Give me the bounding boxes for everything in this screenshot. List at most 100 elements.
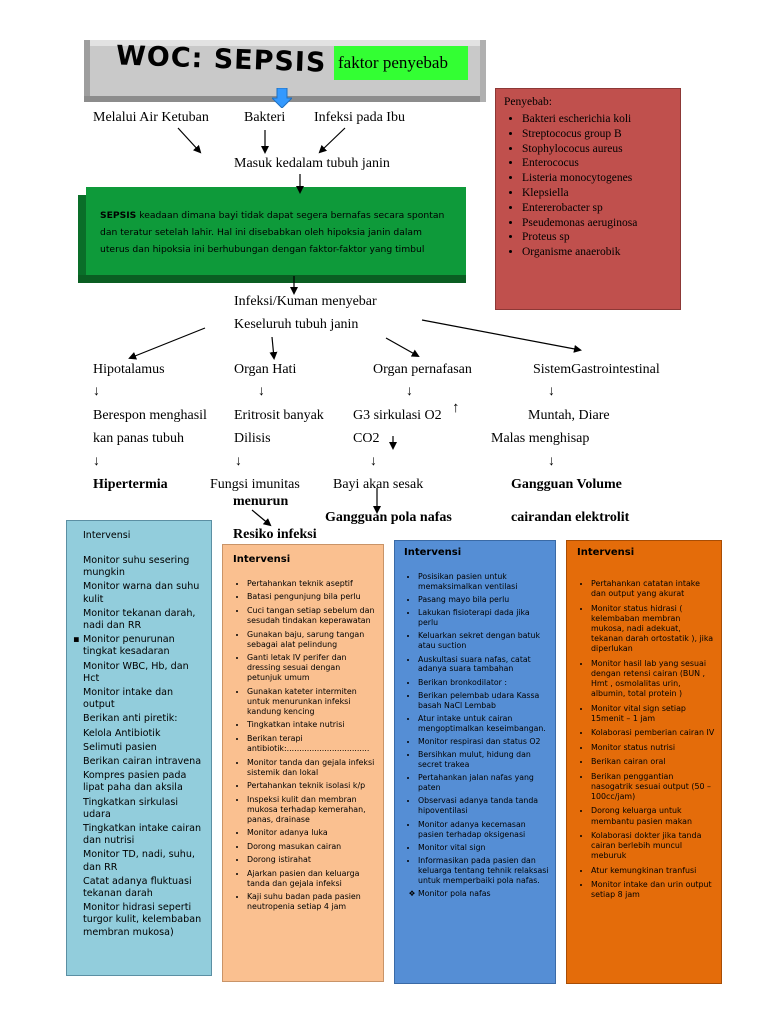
list-item: Dorong keluarga untuk membantu pasien ma… xyxy=(591,806,715,826)
list-item: Berikan cairan intravena xyxy=(83,756,202,768)
list-item: Monitor hasil lab yang sesuai dengan ret… xyxy=(591,659,715,700)
list-item: Batasi pengunjung bila perlu xyxy=(247,592,377,602)
list-item: Monitor vital sign setiap 15menit – 1 ja… xyxy=(591,704,715,724)
effect-co2: CO2 xyxy=(353,431,380,446)
effect-muntah-diare: Muntah, Diare xyxy=(528,408,610,423)
effect-dilisis: Dilisis xyxy=(234,431,271,446)
list-item: Listeria monocytogenes xyxy=(522,171,674,186)
list-item: Berikan anti piretik: xyxy=(83,713,178,725)
list-item: Stophylococus aureus xyxy=(522,142,674,157)
list-item: Monitor tekanan darah, nadi dan RR xyxy=(83,607,196,632)
list-item: Tingkatkan sirkulasi udara xyxy=(83,796,178,820)
list-item: Monitor TD, nadi, suhu, dan RR xyxy=(83,849,195,873)
list-item: Catat adanya fluktuasi tekanan darah xyxy=(83,875,192,900)
effect-sirkulasi-o2: G3 sirkulasi O2 xyxy=(353,408,442,423)
masuk-tubuh-janin: Masuk kedalam tubuh janin xyxy=(234,156,390,171)
list-item: Dorong istirahat xyxy=(247,855,377,865)
penyebab-title: Penyebab: xyxy=(504,96,552,108)
list-item: Keluarkan sekret dengan batuk atau sucti… xyxy=(418,631,549,651)
list-item: Posisikan pasien untuk memaksimalkan ven… xyxy=(418,572,549,592)
list-item: Berikan cairan oral xyxy=(591,757,715,767)
cause-bakteri: Bakteri xyxy=(244,110,286,125)
down-arrow-icon: ↓ xyxy=(548,454,555,469)
arrow xyxy=(421,319,582,353)
list-item: Monitor intake dan output xyxy=(83,687,174,711)
diagnosis-resiko-infeksi: Resiko infeksi xyxy=(233,527,317,542)
list-item: Bakteri escherichia koli xyxy=(522,112,674,127)
list-item: Pertahankan jalan nafas yang paten xyxy=(418,773,549,793)
list-item: Monitor pola nafas xyxy=(418,889,549,899)
down-arrow-icon: ↓ xyxy=(93,384,100,399)
spread-line-2: Keseluruh tubuh janin xyxy=(234,317,359,332)
intervensi-title: Intervensi xyxy=(404,547,462,558)
list-item: Tingkatkan intake nutrisi xyxy=(247,720,377,730)
list-item: Auskultasi suara nafas, catat adanya sua… xyxy=(418,655,549,675)
arrow xyxy=(128,327,206,360)
cause-infeksi-ibu: Infeksi pada Ibu xyxy=(314,110,405,125)
arrow xyxy=(318,127,346,154)
effect-eritrosit: Eritrosit banyak xyxy=(234,408,324,423)
list-item: Dorong masukan cairan xyxy=(247,842,377,852)
down-arrow-icon: ↓ xyxy=(93,454,100,469)
intervensi-cairan-elektrolit-box: Intervensi Pertahankan catatan intake da… xyxy=(566,540,722,984)
list-item: Ajarkan pasien dan keluarga tanda dan ge… xyxy=(247,869,377,889)
list-item: Bersihkan mulut, hidung dan secret trake… xyxy=(418,750,549,770)
list-item: Observasi adanya tanda tanda hipoventila… xyxy=(418,796,549,816)
list-item: Monitor adanya luka xyxy=(247,828,377,838)
result-bayi-sesak: Bayi akan sesak xyxy=(333,477,424,492)
list-item: Entererobacter sp xyxy=(522,201,674,216)
list-item: Monitor warna dan suhu kulit xyxy=(83,581,200,605)
list-item: Informasikan pada pasien dan keluarga te… xyxy=(418,856,549,886)
organ-hati: Organ Hati xyxy=(234,362,297,377)
down-arrow-icon: ↓ xyxy=(370,454,377,469)
list-item: Berikan terapi antibiotik:..............… xyxy=(247,734,377,754)
list-item: Enterococus xyxy=(522,156,674,171)
list-item: Gunakan kateter intermiten untuk menurun… xyxy=(247,687,377,717)
list-item: Kaji suhu badan pada pasien neutropenia … xyxy=(247,892,377,912)
up-arrow-icon: ↑ xyxy=(452,400,460,416)
list-item: Klepsiella xyxy=(522,186,674,201)
list-item: Kolaborasi pemberian cairan IV xyxy=(591,728,715,738)
intervensi-title: Intervensi xyxy=(83,530,131,541)
down-block-arrow-icon xyxy=(272,88,292,108)
intervensi-resiko-infeksi-box: Intervensi Pertahankan teknik aseptif Ba… xyxy=(222,544,384,982)
sepsis-definition: keadaan dimana bayi tidak dapat segera b… xyxy=(100,210,445,255)
list-item: Monitor adanya kecemasan pasien terhadap… xyxy=(418,820,549,840)
intervensi-pola-nafas-box: Intervensi Posisikan pasien untuk memaks… xyxy=(394,540,556,984)
intervensi-list: Pertahankan teknik aseptif Batasi pengun… xyxy=(233,579,377,912)
faktor-penyebab-label: faktor penyebab xyxy=(334,46,468,80)
list-item: Streptococus group B xyxy=(522,127,674,142)
spread-line-1: Infeksi/Kuman menyebar xyxy=(234,294,377,309)
effect-malas-menghisap: Malas menghisap xyxy=(491,431,590,446)
list-item: Atur intake untuk cairan mengoptimalkan … xyxy=(418,714,549,734)
list-item: Monitor intake dan urin output setiap 8 … xyxy=(591,880,715,900)
arrow xyxy=(177,127,202,154)
list-item: Kolaborasi dokter jika tanda cairan berl… xyxy=(591,831,715,862)
sepsis-term: SEPSIS xyxy=(100,210,137,221)
list-item: Monitor hidrasi seperti turgor kulit, ke… xyxy=(83,902,202,938)
intervensi-list: Monitor suhu sesering mungkin Monitor wa… xyxy=(83,555,205,939)
list-item: Monitor status nutrisi xyxy=(591,743,715,753)
diagnosis-cairan-elektrolit: cairandan elektrolit xyxy=(511,510,630,525)
list-item: Berikan pelembab udara Kassa basah NaCl … xyxy=(418,691,549,711)
list-item: Monitor respirasi dan status O2 xyxy=(418,737,549,747)
list-item: Monitor WBC, Hb, dan Hct xyxy=(83,660,189,684)
list-item: Lakukan fisioterapi dada jika perlu xyxy=(418,608,549,628)
list-item: Inspeksi kulit dan membran mukosa terhad… xyxy=(247,795,377,825)
list-item: Pseudemonas aeruginosa xyxy=(522,216,674,231)
list-item: Pertahankan catatan intake dan output ya… xyxy=(591,579,715,599)
penyebab-list: Bakteri escherichia koli Streptococus gr… xyxy=(504,112,674,260)
effect-berespon: Berespon menghasil xyxy=(93,408,207,423)
list-item: Berikan bronkodilator : xyxy=(418,678,549,688)
sepsis-definition-text: SEPSIS keadaan dimana bayi tidak dapat s… xyxy=(100,207,450,258)
organ-gastrointestinal: SistemGastrointestinal xyxy=(533,362,660,377)
sepsis-definition-box: SEPSIS keadaan dimana bayi tidak dapat s… xyxy=(78,187,474,283)
intervensi-title: Intervensi xyxy=(577,547,635,558)
intervensi-list: Posisikan pasien untuk memaksimalkan ven… xyxy=(404,572,549,899)
list-item: Monitor penurunan tingkat kesadaran xyxy=(83,634,205,658)
list-item: Gunakan baju, sarung tangan sebagai alat… xyxy=(247,630,377,650)
intervensi-title: Intervensi xyxy=(233,554,291,565)
penyebab-box: Penyebab: Bakteri escherichia koli Strep… xyxy=(495,88,681,310)
list-item: Ganti letak IV perifer dan dressing sesu… xyxy=(247,653,377,683)
list-item: Cuci tangan setiap sebelum dan sesudah t… xyxy=(247,606,377,626)
